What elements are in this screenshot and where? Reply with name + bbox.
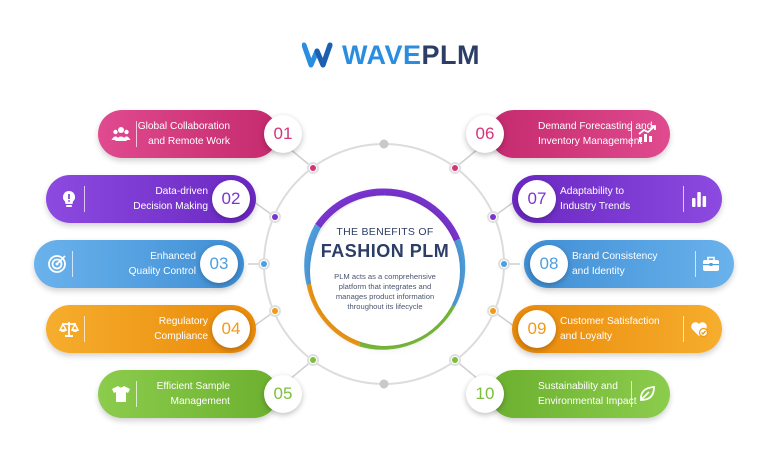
benefit-number-06: 06 — [466, 115, 504, 153]
center-subtitle: THE BENEFITS OF — [336, 226, 434, 238]
target-icon — [42, 251, 73, 277]
leaf-icon — [631, 381, 662, 407]
bar-chart-icon — [683, 186, 714, 212]
benefit-number-10: 10 — [466, 375, 504, 413]
wave-logo-icon — [302, 42, 333, 68]
ring-dots — [258, 139, 510, 389]
lightbulb-icon — [54, 186, 85, 212]
ring-dot-top — [379, 139, 389, 149]
tshirt-icon — [106, 381, 137, 407]
scale-icon — [54, 316, 85, 342]
logo-text-plm: PLM — [421, 39, 481, 70]
benefit-number-09: 09 — [518, 310, 556, 348]
center-title: FASHION PLM — [320, 241, 450, 261]
benefit-number-05: 05 — [264, 375, 302, 413]
growth-chart-icon — [631, 121, 662, 147]
heart-check-icon — [683, 316, 714, 342]
benefit-number-01: 01 — [264, 115, 302, 153]
benefit-number-08: 08 — [530, 245, 568, 283]
benefit-number-02: 02 — [212, 180, 250, 218]
benefit-number-07: 07 — [518, 180, 556, 218]
ring-dot-bottom — [379, 379, 389, 389]
center-circle: THE BENEFITS OF FASHION PLM PLM acts as … — [310, 196, 460, 346]
center-description: PLM acts as a comprehensive platform tha… — [334, 272, 436, 311]
benefit-number-03: 03 — [200, 245, 238, 283]
wave-plm-logo: WAVE PLM — [302, 38, 480, 72]
briefcase-icon — [695, 251, 726, 277]
team-icon — [106, 121, 137, 147]
benefit-number-04: 04 — [212, 310, 250, 348]
logo-text-wave: WAVE — [342, 39, 422, 70]
